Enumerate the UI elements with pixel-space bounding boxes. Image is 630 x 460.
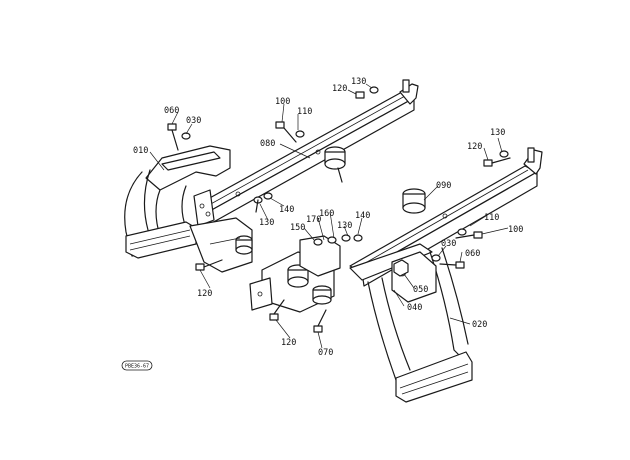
label-120-right: 120 — [467, 142, 482, 152]
label-130-mid: 130 — [259, 218, 274, 228]
label-080: 080 — [260, 139, 275, 149]
label-140-mid: 140 — [279, 205, 294, 215]
label-100-upper: 100 — [275, 97, 290, 107]
label-110-upper: 110 — [297, 107, 312, 117]
label-130-cluster: 130 — [337, 221, 352, 231]
label-050: 050 — [413, 285, 428, 295]
upper-boss — [324, 146, 346, 183]
label-020: 020 — [472, 320, 487, 330]
label-120-top: 120 — [332, 84, 347, 94]
lower-mount-bracket — [249, 235, 341, 313]
label-160: 160 — [319, 209, 334, 219]
upper-frame-rail — [196, 79, 419, 225]
left-step-bracket — [124, 145, 231, 259]
label-060-right: 060 — [465, 249, 480, 259]
right-step-frame — [349, 243, 473, 403]
label-100-right: 100 — [508, 225, 523, 235]
label-090: 090 — [436, 181, 451, 191]
label-060-left: 060 — [164, 106, 179, 116]
label-120-lower: 120 — [281, 338, 296, 348]
reference-code-badge: PBE36-67 — [121, 360, 153, 371]
label-130-top: 130 — [351, 77, 366, 87]
label-070: 070 — [318, 348, 333, 358]
label-140-cluster: 140 — [355, 211, 370, 221]
label-030-left: 030 — [186, 116, 201, 126]
reference-code: PBE36-67 — [125, 364, 149, 370]
label-110-right: 110 — [484, 213, 499, 223]
part-labels: 010 020 030 030 040 050 060 060 070 080 … — [133, 77, 523, 358]
label-040: 040 — [407, 303, 422, 313]
label-030-right: 030 — [441, 239, 456, 249]
label-120-left: 120 — [197, 289, 212, 299]
lower-boss — [402, 188, 426, 214]
label-170: 170 — [306, 215, 321, 225]
fastener-bolts — [167, 86, 511, 333]
label-150: 150 — [290, 223, 305, 233]
leader-lines — [149, 83, 509, 349]
label-010: 010 — [133, 146, 148, 156]
label-130-right: 130 — [490, 128, 505, 138]
middle-clamp-bracket — [189, 217, 253, 273]
